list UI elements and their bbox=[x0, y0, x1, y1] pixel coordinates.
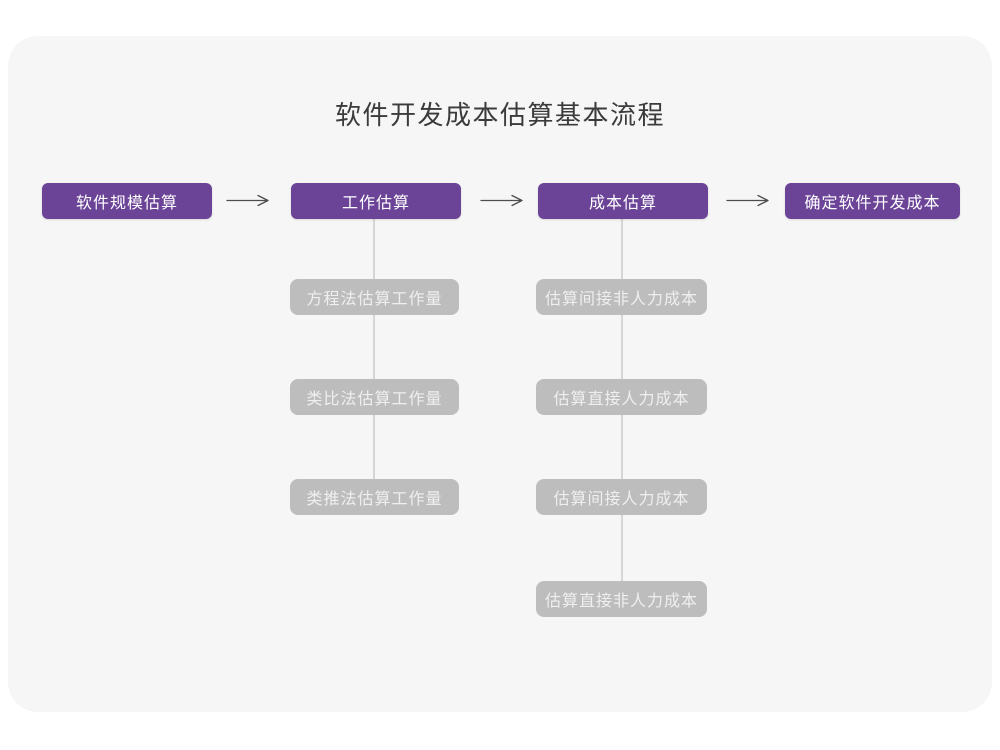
sub-node-direct-non-labor-cost: 估算直接非人力成本 bbox=[536, 581, 707, 617]
sub-node-indirect-non-labor-cost: 估算间接非人力成本 bbox=[536, 279, 707, 315]
flow-node-work-estimation: 工作估算 bbox=[291, 183, 461, 219]
right-arrow-icon bbox=[726, 194, 769, 207]
right-arrow-icon bbox=[480, 194, 523, 207]
sub-node-equation-method: 方程法估算工作量 bbox=[290, 279, 459, 315]
right-arrow-icon bbox=[226, 194, 269, 207]
flow-node-final-dev-cost: 确定软件开发成本 bbox=[785, 183, 960, 219]
flow-node-software-scale-estimation: 软件规模估算 bbox=[42, 183, 212, 219]
sub-node-analogy-method: 类比法估算工作量 bbox=[290, 379, 459, 415]
flow-node-cost-estimation: 成本估算 bbox=[538, 183, 708, 219]
sub-node-indirect-labor-cost: 估算间接人力成本 bbox=[536, 479, 707, 515]
connector-line-work-column bbox=[373, 218, 375, 498]
diagram-card bbox=[8, 36, 992, 712]
sub-node-extrapolation-method: 类推法估算工作量 bbox=[290, 479, 459, 515]
diagram-title: 软件开发成本估算基本流程 bbox=[334, 100, 665, 130]
sub-node-direct-labor-cost: 估算直接人力成本 bbox=[536, 379, 707, 415]
